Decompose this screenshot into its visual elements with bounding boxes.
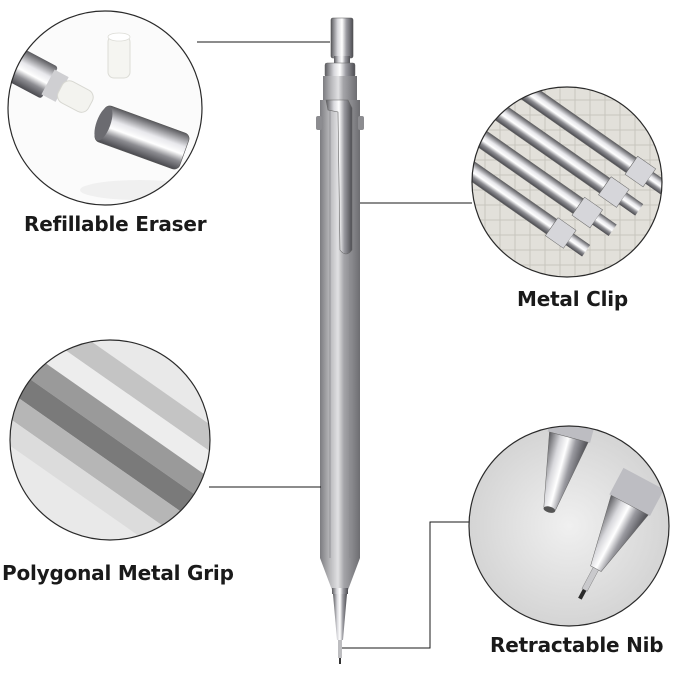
feature-label-metal-clip: Metal Clip [517,287,629,311]
eraser-detail-circle [7,10,203,206]
nib-detail-circle [468,425,670,627]
feature-label-polygonal-metal-grip: Polygonal Metal Grip [2,561,234,585]
grip-detail-circle [9,339,211,541]
pencil-lead [339,658,341,664]
callout-line-nib [342,521,470,649]
clip-pencil-2 [472,87,644,216]
eraser-in-pencil [57,80,94,113]
callout-lines [197,41,472,649]
pencil-lead-sleeve [338,640,342,658]
mechanical-pencil [316,17,364,664]
nib-extended [578,467,665,600]
feature-label-refillable-eraser: Refillable Eraser [24,212,207,236]
pencil-eraser-cap [330,17,354,59]
pencil-upper-ferrule [324,62,356,78]
pencil-clip [325,99,353,255]
pencil-nib-cone [333,594,347,640]
grip-facets [10,340,210,540]
pencil-cap-neck [334,56,350,64]
pencil-taper [320,558,360,590]
loose-eraser [107,35,131,79]
feature-label-retractable-nib: Retractable Nib [490,633,664,657]
nib-retracted [543,426,600,513]
clip-detail-circle [471,86,663,278]
clip-pencil-4 [472,127,591,257]
